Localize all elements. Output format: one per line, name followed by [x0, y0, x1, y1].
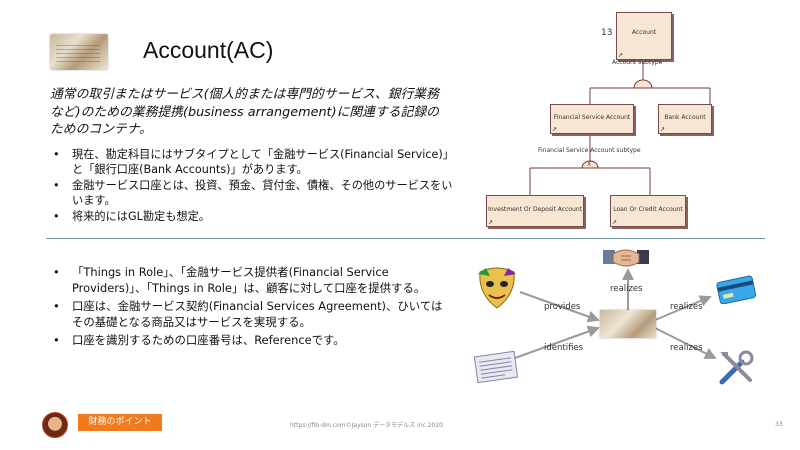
concept-connectors: [514, 268, 717, 359]
financial-service-account-subtype-label: Financial Service Account subtype: [538, 147, 641, 154]
uml-class-label: Bank Account: [664, 114, 706, 121]
ledger-thumbnail-icon: [50, 34, 108, 70]
newspaper-icon: [474, 350, 518, 384]
concept-diagram: provides identifies realizes realizes re…: [470, 240, 770, 400]
uml-class-loan-or-credit-account[interactable]: Loan Or Credit Account ↗: [610, 195, 686, 227]
handshake-icon: [603, 249, 649, 267]
slide-title: Account(AC): [143, 37, 274, 63]
section-divider: [46, 238, 765, 239]
provides-label: provides: [544, 302, 581, 312]
account-subtype-label: Account subtype: [612, 59, 663, 66]
xor-mark: X: [587, 161, 592, 168]
theater-mask-icon: [478, 267, 516, 309]
account-count-label: 13: [601, 28, 613, 38]
finance-points-badge[interactable]: 財務のポイント: [78, 414, 162, 431]
uml-class-account[interactable]: Account ↗: [616, 12, 672, 60]
bottom-bullet-item: 口座を識別するための口座番号は、Referenceです。: [50, 333, 450, 349]
xor-generalization-arc: [581, 160, 599, 169]
realizes-top-label: realizes: [610, 284, 643, 294]
presenter-avatar: [42, 412, 68, 438]
page-number: 33: [775, 421, 783, 428]
uml-connectors: [529, 58, 711, 195]
top-bullet-item: 現在、勘定科目にはサブタイプとして「金融サービス(Financial Servi…: [50, 147, 460, 177]
class-corner-icon: ↗: [488, 219, 494, 226]
class-corner-icon: ↗: [660, 126, 666, 133]
uml-class-investment-or-deposit-account[interactable]: Investment Or Deposit Account ↗: [486, 195, 584, 227]
generalization-arc: [633, 79, 653, 89]
identifies-label: identifies: [544, 343, 584, 353]
class-corner-icon: ↗: [618, 52, 624, 59]
realizes-right-label: realizes: [670, 302, 703, 312]
class-corner-icon: ↗: [552, 126, 558, 133]
uml-class-label: Investment Or Deposit Account: [487, 206, 583, 213]
bottom-bullet-list: 「Things in Role」、「金融サービス提供者(Financial Se…: [50, 265, 450, 352]
top-bullet-list: 現在、勘定科目にはサブタイプとして「金融サービス(Financial Servi…: [50, 147, 460, 225]
uml-class-label: Account: [631, 29, 657, 36]
bottom-bullet-item: 「Things in Role」、「金融サービス提供者(Financial Se…: [50, 265, 450, 296]
uml-class-financial-service-account[interactable]: Financial Service Account ↗: [550, 104, 634, 134]
top-bullet-item: 将来的にはGL勘定も想定。: [50, 209, 460, 224]
account-definition: 通常の取引またはサービス(個人的または専門的サービス、銀行業務など)のための業務…: [50, 87, 439, 137]
top-bullet-item: 金融サービス口座とは、投資、預金、貸付金、債権、その他のサービスをいいます。: [50, 178, 460, 208]
uml-diagram: 13 Account ↗ Account subtype Financial S…: [470, 8, 770, 233]
credit-card-icon: [716, 275, 756, 304]
ledger-icon: [600, 310, 656, 338]
bottom-bullet-item: 口座は、金融サービス契約(Financial Services Agreemen…: [50, 299, 450, 330]
uml-class-bank-account[interactable]: Bank Account ↗: [658, 104, 712, 134]
source-footer: https://fib-dm.com©Jayson データモデルズ inc.20…: [290, 422, 443, 429]
realizes-bottom-label: realizes: [670, 343, 703, 353]
class-corner-icon: ↗: [612, 219, 618, 226]
uml-class-label: Financial Service Account: [553, 114, 631, 121]
uml-class-label: Loan Or Credit Account: [613, 206, 683, 213]
tools-icon: [719, 350, 754, 385]
